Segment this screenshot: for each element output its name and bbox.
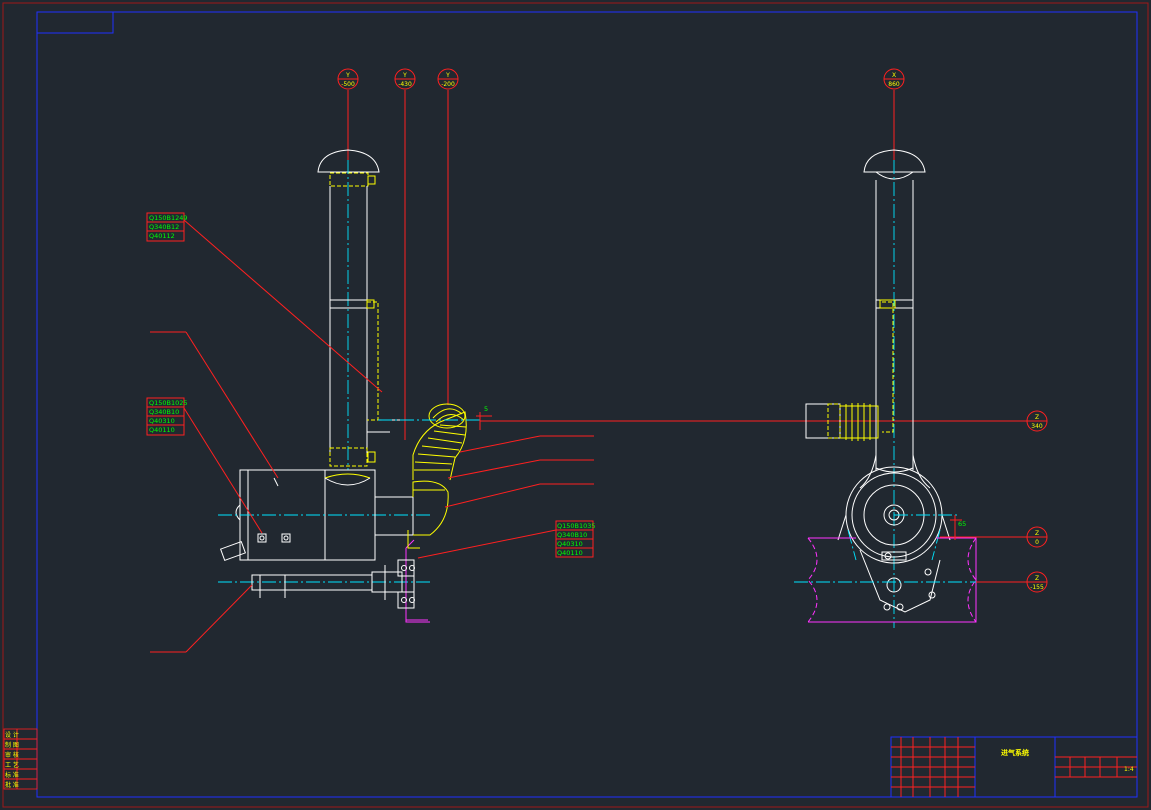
dim-5-label: 5: [484, 405, 488, 413]
label-q340b10-b: Q340B10: [557, 531, 587, 539]
bubble-y200: Y -200: [437, 68, 459, 90]
label-q150b1249: Q150B1249: [149, 214, 188, 222]
scale-label: 1:4: [1124, 766, 1134, 773]
bubble-z0: Z 0: [1026, 526, 1048, 548]
label-q40310-b: Q40310: [557, 540, 583, 548]
svg-text:Y: Y: [345, 72, 350, 79]
signoff-row-4: 工 艺: [5, 761, 19, 769]
label-q40310: Q40310: [149, 417, 175, 425]
label-group-3: Q150B1035 Q340B10 Q40310 Q40110: [557, 522, 596, 557]
bubble-x860: X 860: [883, 68, 905, 90]
svg-text:X: X: [892, 72, 896, 79]
signoff-box: 设 计 制 图 审 核 工 艺 标 准 批 准: [3, 728, 38, 790]
label-group-1: Q150B1249 Q340B12 Q40112: [149, 214, 188, 240]
svg-text:Z: Z: [1035, 575, 1039, 582]
leaders-left: [146, 212, 383, 653]
svg-text:Z: Z: [1035, 530, 1039, 537]
signoff-row-3: 审 核: [5, 751, 19, 759]
label-q40110-b: Q40110: [557, 549, 583, 557]
label-q40112: Q40112: [149, 232, 175, 240]
label-q340b12: Q340B12: [149, 223, 179, 231]
svg-text:-500: -500: [341, 81, 355, 88]
label-q40110: Q40110: [149, 426, 175, 434]
dim-5: 5: [476, 405, 492, 430]
drawing-title: 进气系统: [1001, 748, 1029, 757]
bubble-z155: Z -155: [1026, 571, 1048, 593]
label-group-2: Q150B1025 Q340B10 Q40310 Q40110: [149, 399, 188, 434]
label-q150b1035: Q150B1035: [557, 522, 596, 530]
label-q150b1025: Q150B1025: [149, 399, 188, 407]
side-view: [218, 90, 480, 623]
svg-text:Z: Z: [1035, 414, 1039, 421]
svg-text:Y: Y: [402, 72, 407, 79]
svg-text:0: 0: [1035, 539, 1039, 546]
title-block: 进气系统 1:4: [890, 736, 1138, 798]
dim-65-label: 65: [958, 520, 966, 528]
signoff-row-5: 标 准: [5, 771, 19, 779]
corrugated-hose: [412, 411, 467, 481]
leaders-center: [417, 435, 594, 559]
front-view: 65: [794, 90, 1028, 628]
svg-text:860: 860: [888, 81, 900, 88]
svg-text:-430: -430: [398, 81, 412, 88]
bubble-y430: Y -430: [394, 68, 416, 90]
signoff-row-1: 设 计: [5, 731, 19, 739]
svg-text:-155: -155: [1030, 584, 1044, 591]
svg-text:Y: Y: [445, 72, 450, 79]
svg-text:340: 340: [1031, 423, 1043, 430]
signoff-row-2: 制 图: [5, 741, 19, 749]
signoff-row-6: 批 准: [5, 781, 19, 789]
svg-text:-200: -200: [441, 81, 455, 88]
bubble-y500: Y -500: [337, 68, 359, 90]
bubble-z340: Z 340: [1026, 410, 1048, 432]
label-q340b10: Q340B10: [149, 408, 179, 416]
